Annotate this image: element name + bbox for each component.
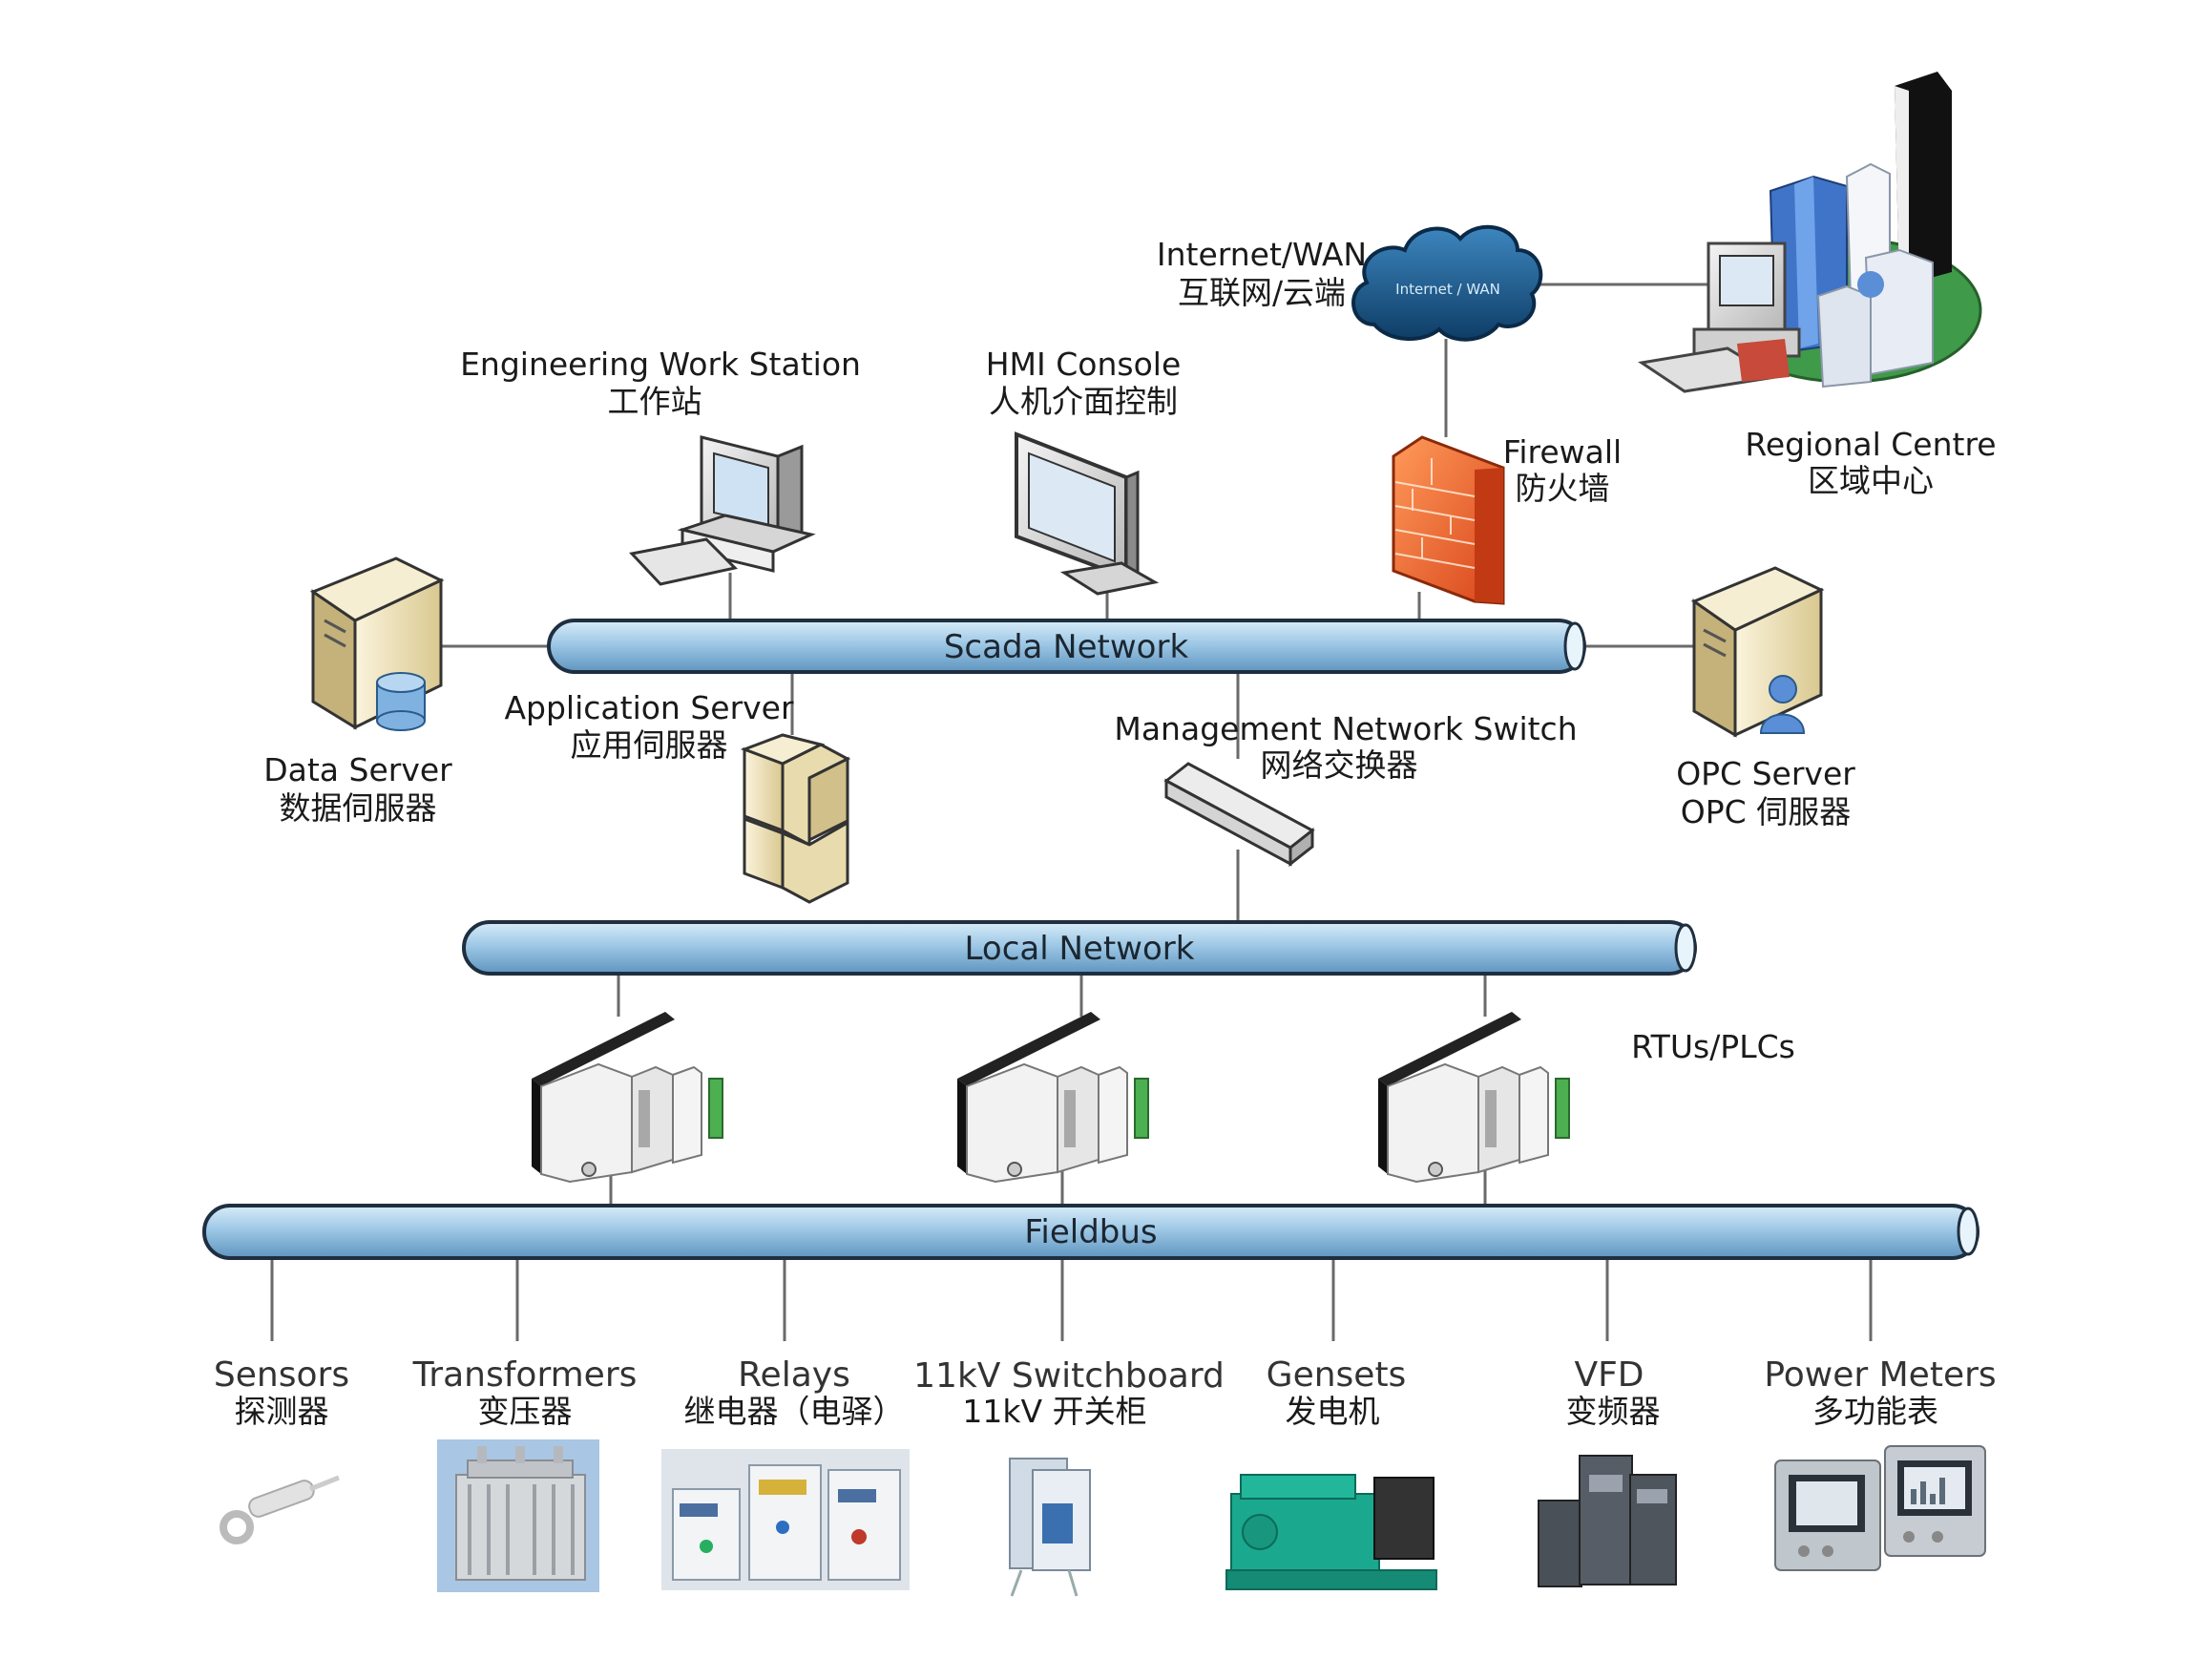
relay-icon [661, 1449, 910, 1590]
field-device-label: Relays [738, 1355, 850, 1395]
regional-label-zh: 区域中心 [1808, 462, 1934, 499]
scada-network-pipe: Scada Network [547, 619, 1586, 674]
plc-icon [532, 1012, 723, 1184]
data-server-label: Data Server [263, 751, 452, 788]
firewall-icon [1392, 435, 1505, 605]
cloud-caption: Internet / WAN [1395, 281, 1500, 298]
fieldbus-pipe: Fieldbus [202, 1204, 1979, 1260]
opc-server-label: OPC Server [1676, 755, 1855, 792]
switch-icon [1163, 762, 1315, 868]
field-device-switchboard: 11kV Switchboard 11kV 开关柜 [913, 1356, 1225, 1597]
app-server-label-zh: 应用伺服器 [571, 726, 728, 764]
mgmt-switch-node: Management Network Switch 网络交换器 [1114, 710, 1578, 868]
firewall-label-zh: 防火墙 [1516, 470, 1610, 507]
mgmt-switch-label-zh: 网络交换器 [1261, 746, 1418, 784]
database-server-icon [309, 556, 445, 731]
ews-label: Engineering Work Station [460, 346, 861, 383]
mgmt-switch-label: Management Network Switch [1114, 710, 1577, 747]
app-server-label: Application Server [504, 689, 794, 726]
firewall-label: Firewall [1503, 433, 1622, 471]
city-icon [1638, 72, 1982, 393]
genset-icon [1225, 1474, 1437, 1590]
app-server-node: Application Server 应用伺服器 [504, 689, 851, 904]
rtus-label: RTUs/PLCs [1631, 1028, 1795, 1065]
ews-label-zh: 工作站 [608, 383, 702, 420]
field-device-vfd: VFD 变频器 [1538, 1355, 1677, 1587]
fieldbus-label: Fieldbus [1024, 1213, 1157, 1251]
field-device-label: Power Meters [1764, 1355, 1996, 1395]
transformer-icon [437, 1439, 599, 1592]
field-device-label-zh: 探测器 [235, 1393, 329, 1430]
internet-label: Internet/WAN [1157, 236, 1367, 273]
opc-server-node: OPC Server OPC 伺服器 [1676, 566, 1855, 830]
vfd-icon [1538, 1455, 1677, 1587]
data-server-node: Data Server 数据伺服器 [263, 556, 452, 827]
switchboard-icon [1009, 1458, 1091, 1597]
field-device-label-zh: 变压器 [478, 1393, 573, 1430]
regional-label: Regional Centre [1745, 426, 1996, 463]
firewall-node: Firewall 防火墙 [1392, 433, 1622, 605]
field-device-label: Gensets [1267, 1355, 1407, 1395]
field-device-label-zh: 多功能表 [1812, 1393, 1938, 1430]
plc-icon [957, 1012, 1149, 1184]
field-device-transformers: Transformers 变压器 [412, 1355, 638, 1592]
sensor-icon [220, 1475, 340, 1544]
workstation-icon [629, 435, 816, 586]
rtus-plcs-node: RTUs/PLCs [532, 1012, 1795, 1184]
user-server-icon [1690, 566, 1825, 738]
cloud-icon: Internet / WAN [1351, 224, 1543, 342]
ews-node: Engineering Work Station 工作站 [460, 346, 861, 586]
power-meter-icon [1774, 1445, 1986, 1571]
hmi-label-zh: 人机介面控制 [989, 383, 1178, 420]
field-device-gensets: Gensets 发电机 [1225, 1355, 1437, 1590]
connection-lines [270, 283, 1873, 1341]
field-device-label: Transformers [412, 1355, 638, 1395]
field-device-power-meters: Power Meters 多功能表 [1764, 1355, 1997, 1571]
local-network-pipe: Local Network [462, 920, 1697, 976]
opc-server-label-zh: OPC 伺服器 [1681, 793, 1851, 830]
monitor-icon [1015, 431, 1160, 596]
field-device-label-zh: 发电机 [1286, 1393, 1380, 1430]
field-device-label-zh: 变频器 [1566, 1393, 1661, 1430]
internet-label-zh: 互联网/云端 [1178, 274, 1346, 311]
server-stack-icon [740, 733, 851, 904]
field-device-label: Sensors [214, 1355, 349, 1395]
plc-icon [1378, 1012, 1570, 1184]
data-server-label-zh: 数据伺服器 [280, 789, 437, 827]
field-device-label-zh: 11kV 开关柜 [962, 1393, 1146, 1430]
field-device-label: 11kV Switchboard [913, 1356, 1225, 1396]
local-network-label: Local Network [965, 930, 1195, 968]
hmi-node: HMI Console 人机介面控制 [986, 346, 1182, 596]
field-device-sensors: Sensors 探测器 [214, 1355, 349, 1544]
regional-centre-node: Regional Centre 区域中心 [1638, 72, 1997, 499]
field-device-label: VFD [1574, 1355, 1644, 1395]
hmi-label: HMI Console [986, 346, 1182, 383]
scada-network-label: Scada Network [944, 628, 1189, 666]
field-devices: Sensors 探测器 Transformers 变压器 [214, 1355, 1997, 1597]
field-device-relays: Relays 继电器（电驿） [661, 1355, 910, 1590]
field-device-label-zh: 继电器（电驿） [684, 1393, 905, 1430]
internet-node: Internet / WAN Internet/WAN 互联网/云端 [1157, 224, 1543, 342]
